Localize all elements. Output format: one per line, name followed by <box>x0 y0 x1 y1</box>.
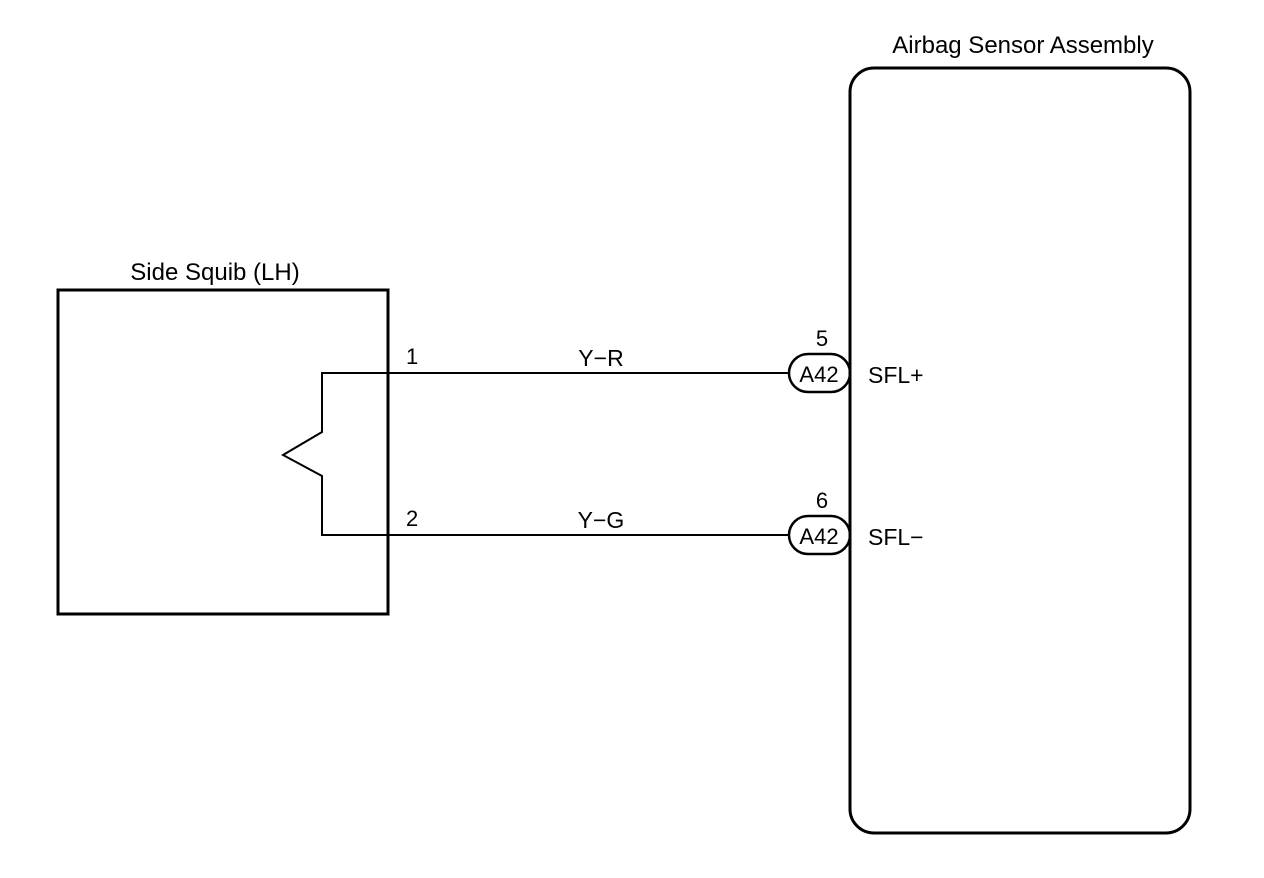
side-squib-component: Side Squib (LH) <box>56 259 390 616</box>
connector-a42-label-bottom: A42 <box>799 524 838 549</box>
wire-color-1: Y−R <box>578 345 623 371</box>
side-squib-title: Side Squib (LH) <box>130 259 299 286</box>
terminal-sfl-minus: SFL− <box>868 524 924 550</box>
circuit-sfl-minus: 2 Y−G 6 A42 SFL− <box>388 488 924 556</box>
circuit-sfl-plus: 1 Y−R 5 A42 SFL+ <box>388 326 924 394</box>
squib-element-symbol <box>280 372 388 536</box>
airbag-sensor-box <box>848 66 1192 835</box>
sensor-pin-5: 5 <box>816 326 828 351</box>
sensor-pin-6: 6 <box>816 488 828 513</box>
squib-pin-1: 1 <box>406 344 418 369</box>
airbag-sensor-title: Airbag Sensor Assembly <box>892 32 1153 59</box>
airbag-sensor-component: Airbag Sensor Assembly <box>848 32 1192 835</box>
connector-a42-top <box>787 352 852 394</box>
connector-a42-label-top: A42 <box>799 362 838 387</box>
terminal-sfl-plus: SFL+ <box>868 362 924 388</box>
wire-color-2: Y−G <box>578 507 625 533</box>
squib-pin-2: 2 <box>406 506 418 531</box>
connector-a42-bottom <box>787 514 852 556</box>
side-squib-box <box>56 288 390 616</box>
